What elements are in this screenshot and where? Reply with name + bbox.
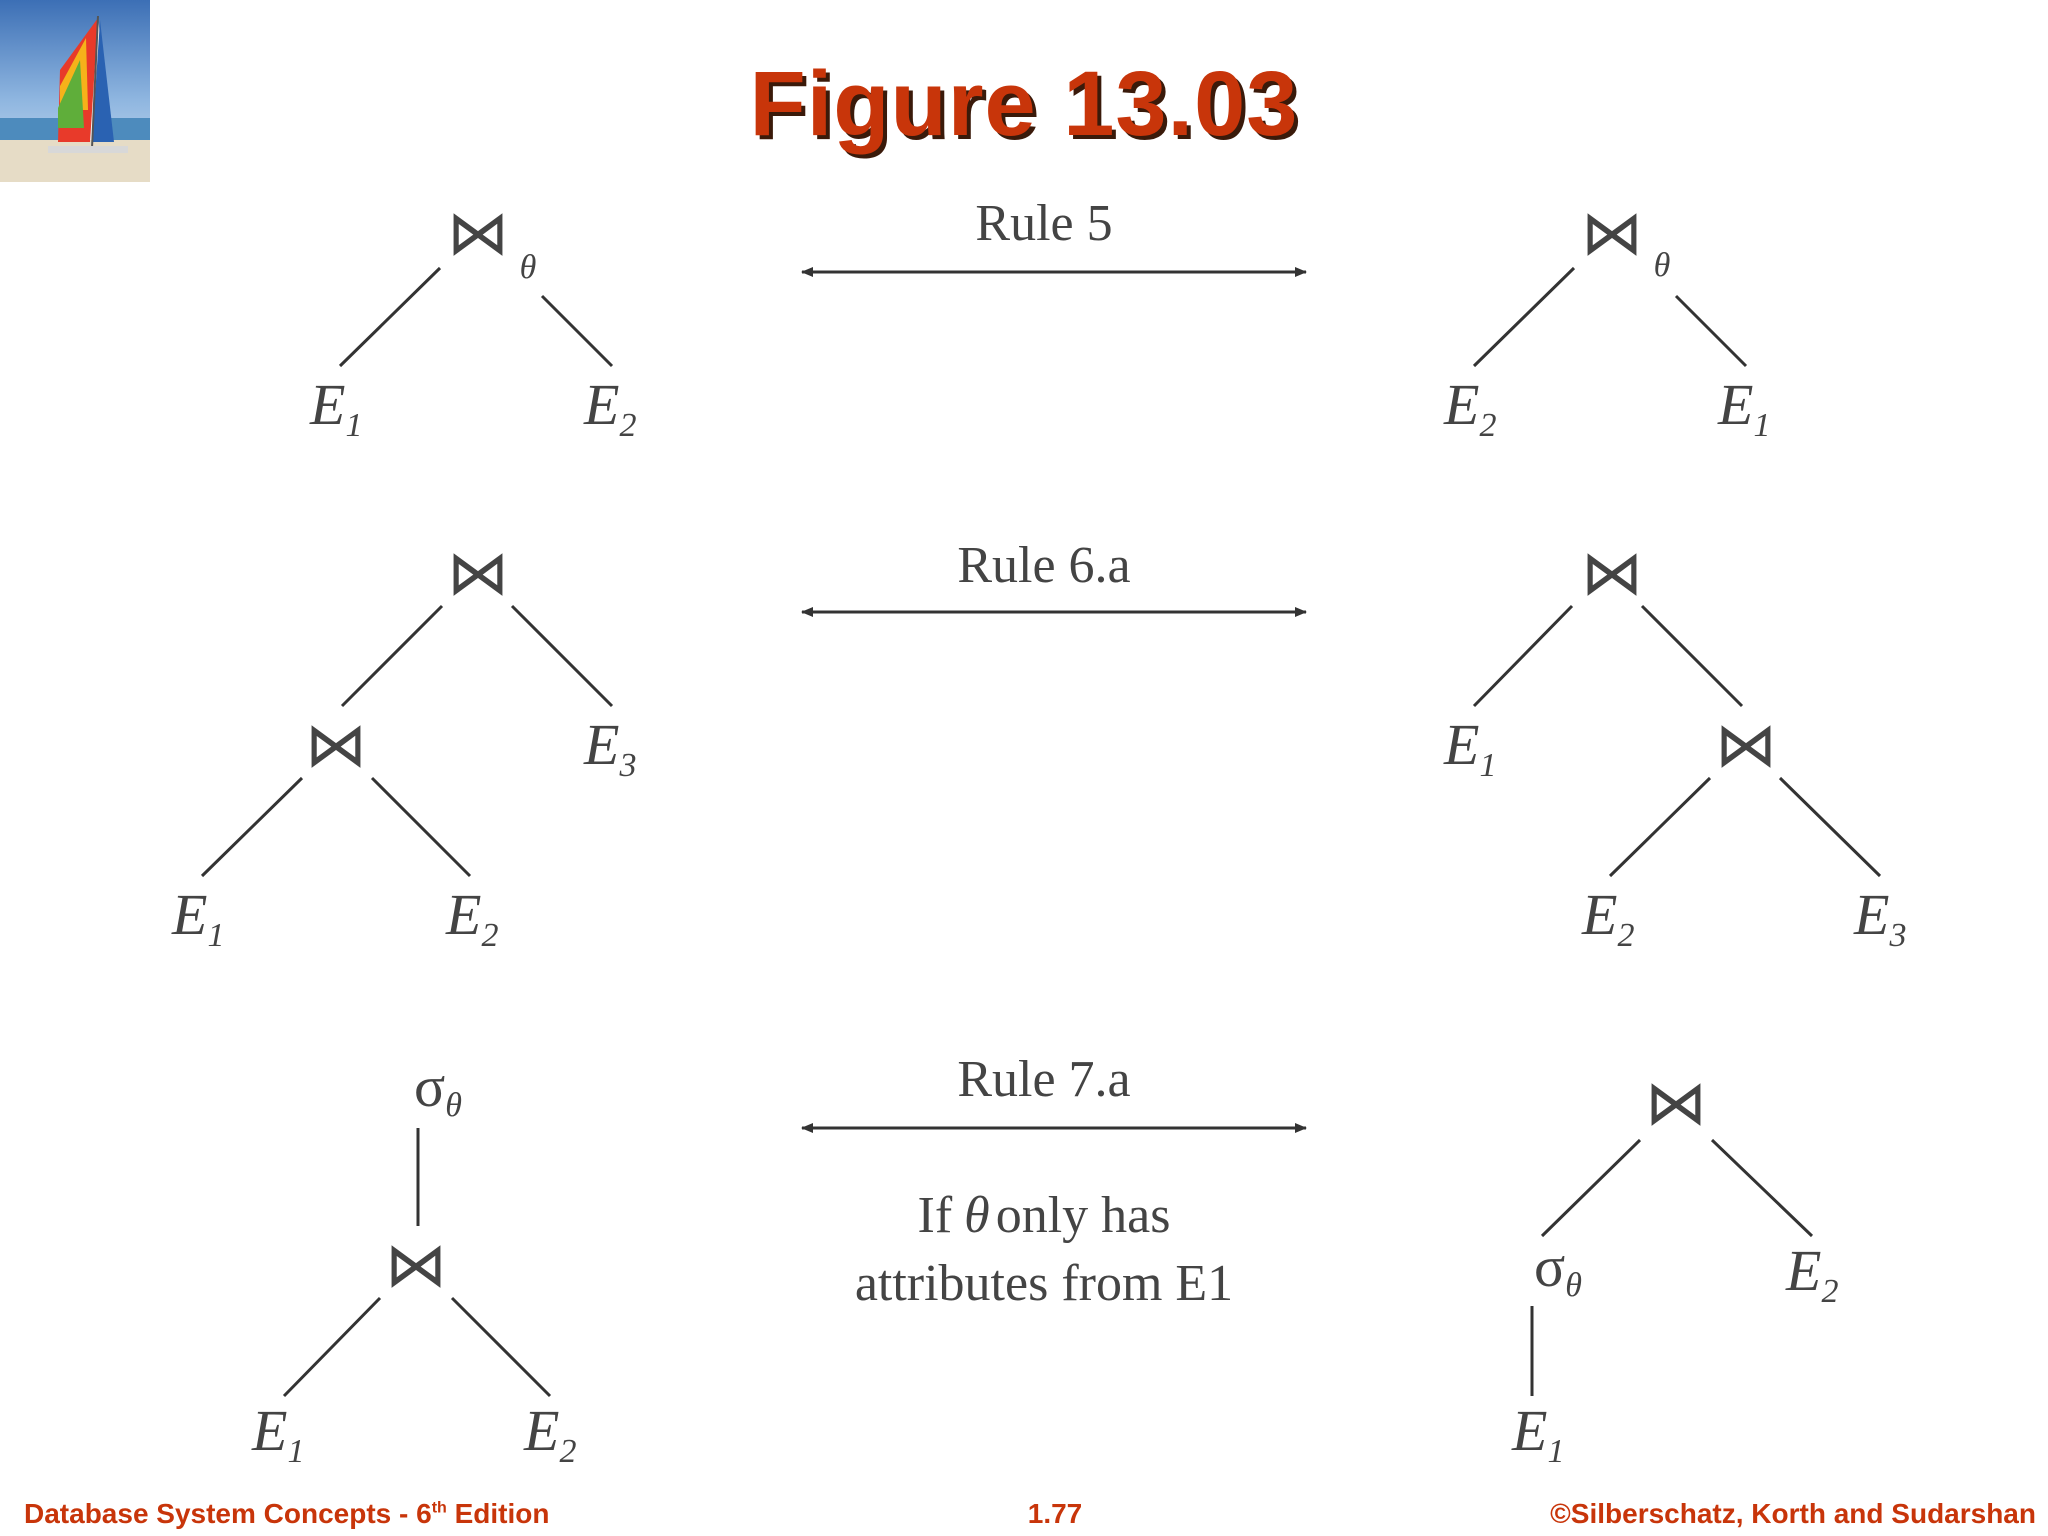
leaf-e2: E2 xyxy=(1785,1238,1838,1310)
leaf-e3: E3 xyxy=(583,712,636,784)
rule7a-condition-line2: attributes from E1 xyxy=(855,1255,1233,1312)
leaf-e2: E2 xyxy=(523,1398,576,1470)
join-symbol: ⋈ xyxy=(447,200,509,268)
leaf-e1: E1 xyxy=(251,1398,304,1470)
edge xyxy=(510,604,614,708)
theta-subscript: θ xyxy=(520,249,537,286)
rule7a-label: Rule 7.a xyxy=(957,1051,1130,1108)
edge xyxy=(1710,1138,1814,1238)
edge xyxy=(1472,604,1574,708)
leaf-e1: E1 xyxy=(1443,712,1496,784)
edge xyxy=(1540,1138,1642,1238)
leaf-e2: E2 xyxy=(1443,372,1496,444)
edge xyxy=(1472,266,1576,368)
theta-subscript: θ xyxy=(1654,247,1671,284)
selection-node: σθ xyxy=(414,1054,462,1124)
edge xyxy=(338,266,442,368)
edge xyxy=(200,776,304,878)
join-symbol: ⋈ xyxy=(447,540,509,608)
edge xyxy=(1608,776,1712,878)
leaf-e2: E2 xyxy=(1581,882,1634,954)
edge xyxy=(1640,604,1744,708)
edge xyxy=(370,776,472,878)
slide-title: Figure 13.03 xyxy=(749,53,1299,155)
rule6a-label: Rule 6.a xyxy=(957,537,1130,594)
footer-copyright: ©Silberschatz, Korth and Sudarshan xyxy=(1550,1498,2036,1529)
leaf-e1: E1 xyxy=(1511,1398,1564,1470)
edge xyxy=(1674,294,1748,368)
footer-page-number: 1.77 xyxy=(1027,1498,1083,1529)
edge xyxy=(1778,776,1882,878)
join-symbol: ⋈ xyxy=(1581,200,1643,268)
leaf-e1: E1 xyxy=(1717,372,1770,444)
edge xyxy=(450,1296,552,1398)
edge xyxy=(340,604,444,708)
leaf-e1: E1 xyxy=(171,882,224,954)
join-symbol: ⋈ xyxy=(1645,1070,1707,1138)
rule5-label: Rule 5 xyxy=(975,195,1112,252)
join-symbol: ⋈ xyxy=(1581,540,1643,608)
sailboat-logo-icon xyxy=(0,0,150,182)
leaf-e2: E2 xyxy=(445,882,498,954)
edge xyxy=(540,294,614,368)
leaf-e3: E3 xyxy=(1853,882,1906,954)
leaf-e1: E1 xyxy=(309,372,362,444)
join-symbol: ⋈ xyxy=(305,712,367,780)
selection-node: σθ xyxy=(1534,1234,1582,1304)
leaf-e2: E2 xyxy=(583,372,636,444)
join-symbol: ⋈ xyxy=(385,1232,447,1300)
edge xyxy=(282,1296,382,1398)
footer-book-title: Database System Concepts - 6th Edition xyxy=(24,1498,550,1529)
join-symbol: ⋈ xyxy=(1715,712,1777,780)
